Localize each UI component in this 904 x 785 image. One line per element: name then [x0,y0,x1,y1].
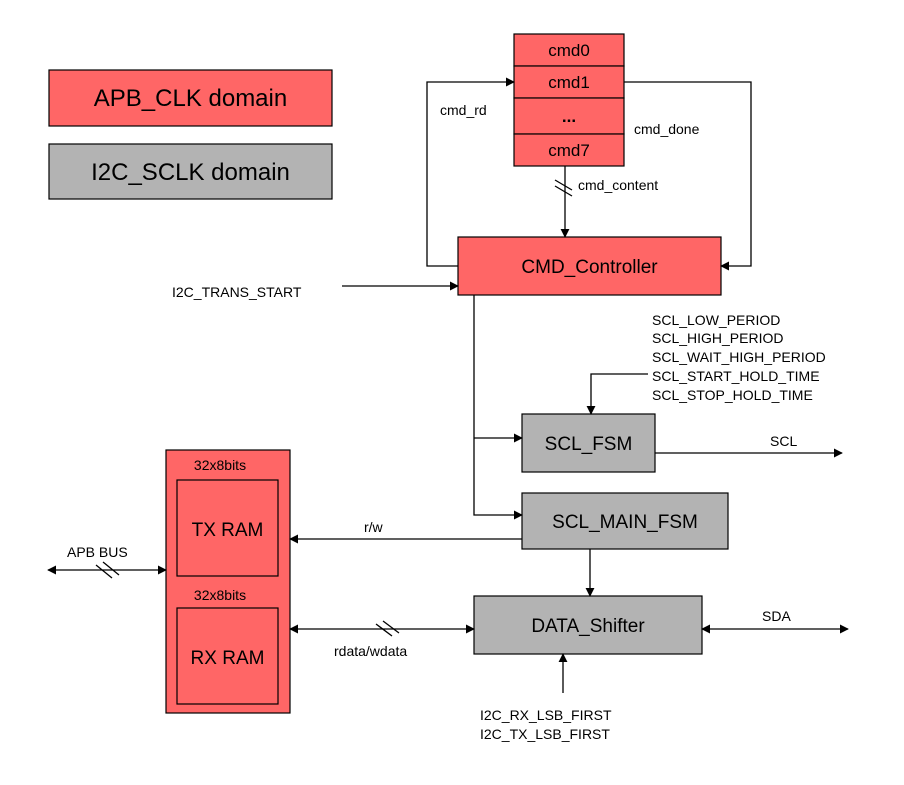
timing-param-label: SCL_STOP_HOLD_TIME [652,387,813,403]
cmd-done-wire [624,81,752,271]
ram-block: 32x8bits TX RAM 32x8bits RX RAM [165,449,291,714]
scl-main-fsm-block: SCL_MAIN_FSM [521,492,729,550]
timing-params-wire [586,373,648,415]
rx-ram-size: 32x8bits [194,587,246,603]
cmd-slot-label: cmd0 [548,41,590,60]
timing-param-label: SCL_LOW_PERIOD [652,312,780,328]
legend-i2c-label: I2C_SCLK domain [91,159,290,186]
bus-slash [375,623,393,637]
cmd-slot-7 [513,133,625,167]
bus-slash [102,561,120,576]
bus-slash [554,179,573,191]
cmd-queue: cmd0 cmd1 ... cmd7 [513,33,625,167]
rw-label: r/w [364,519,384,535]
legend-apb-clk-domain: APB_CLK domain [48,69,333,127]
cmd-slot-label: cmd7 [548,141,590,160]
tx-ram-label: TX RAM [192,520,264,541]
legend-apb-label: APB_CLK domain [94,85,287,112]
cmd-rd-wire [426,77,515,267]
tx-ram-size: 32x8bits [194,457,246,473]
scl-fsm-block: SCL_FSM [521,413,656,473]
timing-param-label: SCL_HIGH_PERIOD [652,330,783,346]
bus-slash [382,620,400,634]
cmd-rd-label: cmd_rd [440,102,487,118]
rx-ram [176,607,279,705]
trans-start-label: I2C_TRANS_START [172,284,302,300]
apb-bus-label: APB BUS [67,544,128,560]
legend-i2c-sclk-domain: I2C_SCLK domain [48,143,333,200]
rx-ram-label: RX RAM [191,648,265,669]
scl-main-fsm-label: SCL_MAIN_FSM [552,512,698,533]
cmd-done-label: cmd_done [634,121,700,137]
rdata-wdata-label: rdata/wdata [334,643,407,659]
data-shifter-block: DATA_Shifter [473,595,703,655]
cmd-slot-label: cmd1 [548,73,590,92]
bus-slash [95,564,113,579]
cmd-slot-label: ... [562,107,576,126]
data-shifter-label: DATA_Shifter [531,616,645,637]
tx-ram [176,479,279,577]
cmd-controller-label: CMD_Controller [521,257,658,278]
scl-label: SCL [770,433,797,449]
controller-to-main-fsm-wire [473,295,523,520]
bus-slash [554,185,573,197]
sda-label: SDA [762,608,791,624]
cmd-content-label: cmd_content [578,177,658,193]
timing-param-label: SCL_START_HOLD_TIME [652,368,820,384]
lsb-first-label: I2C_RX_LSB_FIRST [480,707,612,723]
lsb-first-label: I2C_TX_LSB_FIRST [480,726,610,742]
scl-fsm-label: SCL_FSM [545,434,633,455]
cmd-controller-block: CMD_Controller [457,236,722,296]
timing-param-label: SCL_WAIT_HIGH_PERIOD [652,349,826,365]
